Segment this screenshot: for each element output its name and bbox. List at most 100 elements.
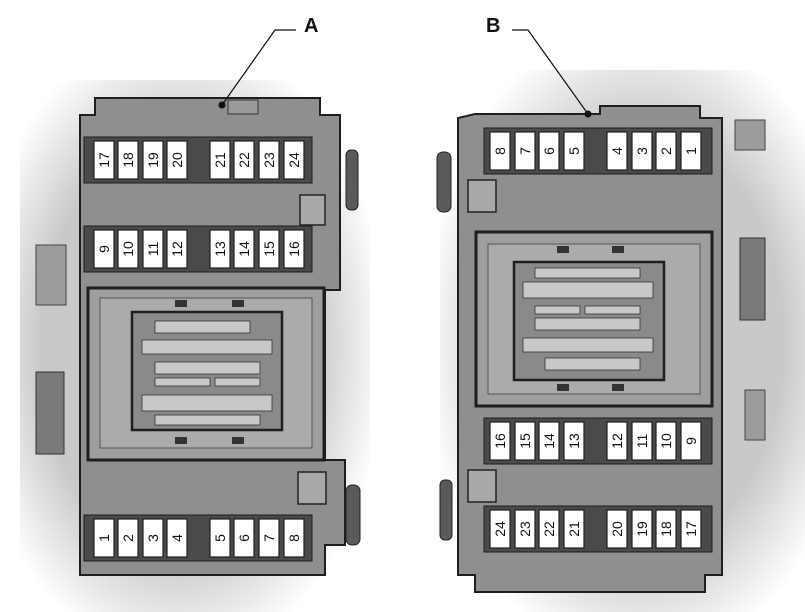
fuse-cell xyxy=(258,140,280,180)
panel-a-latch xyxy=(232,437,244,444)
fuse-cell xyxy=(631,509,653,549)
fuse-b-7: 7 xyxy=(514,131,536,171)
fuse-b-9: 9 xyxy=(680,421,702,461)
panel-b-pin-row xyxy=(534,267,641,279)
panel-a-pin-row xyxy=(141,339,273,355)
panel-a-relay-lower xyxy=(297,471,327,505)
fuse-number-label: 17 xyxy=(683,521,699,537)
fuse-number-label: 11 xyxy=(145,242,161,257)
fuse-a-16: 16 xyxy=(283,229,305,269)
fuse-cell xyxy=(209,518,231,558)
panel-b-right-bracket-top xyxy=(734,119,766,151)
fuse-a-10: 10 xyxy=(117,229,139,269)
callout-label-a: A xyxy=(304,15,319,37)
fuse-cell xyxy=(563,131,585,171)
panel-b-pin-row xyxy=(534,317,641,331)
fuse-a-24: 24 xyxy=(283,140,305,180)
panel-b-relay-lower xyxy=(467,469,497,503)
panel-b-right-bracket-bottom xyxy=(744,389,766,441)
fuse-cell xyxy=(606,509,628,549)
fuse-a-11: 11 xyxy=(142,229,164,269)
fuse-cell xyxy=(680,421,702,461)
panel-b-latch xyxy=(612,246,624,253)
fuse-a-22: 22 xyxy=(233,140,255,180)
fuse-cell xyxy=(142,229,164,269)
panel-b-right-connector xyxy=(739,237,766,321)
fuse-number-label: 19 xyxy=(634,521,650,537)
panel-a-pin-row xyxy=(154,377,211,387)
fuse-b-3: 3 xyxy=(631,131,653,171)
fuse-number-label: 16 xyxy=(286,241,302,257)
fuse-cell xyxy=(258,229,280,269)
fuse-a-14: 14 xyxy=(233,229,255,269)
fuse-number-label: 7 xyxy=(517,147,533,155)
panel-b-relay-upper xyxy=(467,179,497,213)
fuse-cell xyxy=(93,229,115,269)
fuse-b-8: 8 xyxy=(489,131,511,171)
panel-b-latch xyxy=(612,384,624,391)
fuse-number-label: 2 xyxy=(658,147,674,155)
fuse-cell xyxy=(283,229,305,269)
fuse-number-label: 13 xyxy=(212,241,228,257)
panel-a-pin-row xyxy=(154,361,261,375)
fuse-number-label: 20 xyxy=(609,521,625,537)
panel-a-latch xyxy=(175,300,187,307)
fuse-cell xyxy=(606,131,628,171)
fuse-a-18: 18 xyxy=(117,140,139,180)
fuse-number-label: 21 xyxy=(212,152,228,168)
fuse-cell xyxy=(142,140,164,180)
fuse-cell xyxy=(166,229,188,269)
panel-a-latch xyxy=(232,300,244,307)
fuse-cell xyxy=(538,509,560,549)
fuse-cell xyxy=(209,140,231,180)
fuse-cell xyxy=(655,421,677,461)
fuse-b-10: 10 xyxy=(655,421,677,461)
panel-a-left-connector xyxy=(35,371,65,455)
panel-a-clip-lower xyxy=(345,484,361,546)
fuse-cell xyxy=(117,229,139,269)
fuse-cell xyxy=(258,518,280,558)
fuse-number-label: 4 xyxy=(169,534,185,542)
fuse-cell xyxy=(166,518,188,558)
fuse-number-label: 14 xyxy=(541,433,557,449)
fuse-cell xyxy=(142,518,164,558)
fuse-a-17: 17 xyxy=(93,140,115,180)
fuse-cell xyxy=(680,509,702,549)
fuse-number-label: 18 xyxy=(120,152,136,168)
fuse-number-label: 23 xyxy=(517,521,533,537)
fuse-b-6: 6 xyxy=(538,131,560,171)
panel-a-left-bracket xyxy=(35,244,67,306)
panel-b-latch xyxy=(557,246,569,253)
fuse-number-label: 22 xyxy=(236,152,252,168)
fuse-number-label: 12 xyxy=(169,241,185,257)
callout-a-dot xyxy=(218,101,226,109)
fuse-a-23: 23 xyxy=(258,140,280,180)
fuse-number-label: 5 xyxy=(212,534,228,542)
fuse-cell xyxy=(631,131,653,171)
fuse-b-16: 16 xyxy=(489,421,511,461)
panel-a-clip-upper xyxy=(345,149,359,211)
fuse-b-1: 1 xyxy=(680,131,702,171)
fuse-number-label: 6 xyxy=(236,534,252,542)
fuse-cell xyxy=(538,131,560,171)
panel-a-relay-upper xyxy=(299,194,326,226)
fuse-number-label: 6 xyxy=(541,147,557,155)
panel-a-latch xyxy=(175,437,187,444)
fuse-number-label: 14 xyxy=(236,241,252,257)
fuse-b-21: 21 xyxy=(563,509,585,549)
fuse-b-2: 2 xyxy=(655,131,677,171)
fuse-b-18: 18 xyxy=(655,509,677,549)
fuse-number-label: 12 xyxy=(609,433,625,449)
fuse-cell xyxy=(563,421,585,461)
fuse-b-14: 14 xyxy=(538,421,560,461)
fuse-a-12: 12 xyxy=(166,229,188,269)
panel-b-pin-row xyxy=(544,357,641,371)
fuse-cell xyxy=(514,421,536,461)
fuse-number-label: 21 xyxy=(566,521,582,537)
fuse-a-3: 3 xyxy=(142,518,164,558)
fuse-number-label: 15 xyxy=(517,433,533,449)
fuse-cell xyxy=(514,509,536,549)
